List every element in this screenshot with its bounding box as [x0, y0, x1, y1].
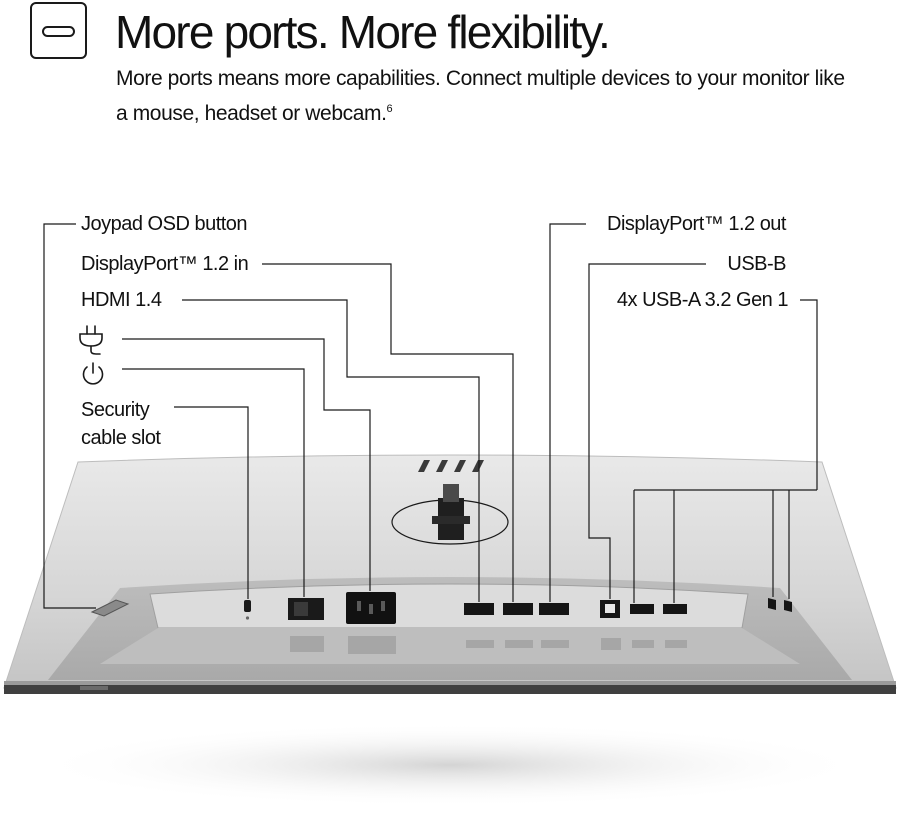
hp-logo [418, 460, 484, 472]
label-usb-a: 4x USB-A 3.2 Gen 1 [616, 288, 789, 312]
label-displayport-out: DisplayPort™ 1.2 out [607, 212, 786, 236]
subtitle-text: More ports means more capabilities. Conn… [116, 67, 845, 125]
security-slot-mark [245, 616, 250, 620]
label-security-cable-slot: Security cable slot [81, 396, 161, 452]
ac-power-pins [357, 601, 385, 614]
usb-a-port-2 [663, 604, 687, 614]
leader-usb-b [588, 263, 706, 599]
usb-port-icon [30, 2, 87, 59]
label-joypad-osd-button: Joypad OSD button [81, 212, 248, 236]
front-logo-mark [80, 686, 108, 690]
floor-shadow [30, 723, 870, 807]
leader-joypad [43, 223, 96, 609]
page-subtitle: More ports means more capabilities. Conn… [116, 64, 856, 129]
leader-power-switch [122, 368, 305, 597]
hdmi-port [464, 603, 494, 615]
usb-b-port-inner [605, 604, 615, 613]
power-icon [82, 362, 104, 385]
leader-lines [43, 223, 818, 609]
stand-hinge-pin [432, 516, 470, 524]
label-security-line2: cable slot [81, 427, 161, 449]
displayport-in-port [503, 603, 533, 615]
usb-a-port-4 [784, 600, 792, 612]
joypad-osd-button [90, 599, 130, 617]
label-displayport-in: DisplayPort™ 1.2 in [81, 252, 249, 276]
displayport-out-port [539, 603, 569, 615]
label-security-line1: Security [81, 399, 150, 421]
page-title: More ports. More flexibility. [115, 6, 611, 58]
power-switch-rocker [294, 602, 308, 616]
usb-a-port-3 [768, 598, 776, 610]
label-hdmi: HDMI 1.4 [81, 288, 162, 312]
leader-hdmi [182, 299, 480, 602]
monitor-bezel-edge [4, 681, 896, 685]
footnote-marker: 6 [386, 103, 393, 115]
leader-power-plug [122, 338, 371, 591]
usb-port-slot-shape [42, 26, 75, 37]
usb-a-port-1 [630, 604, 654, 614]
stand-hinge-top [443, 484, 459, 502]
leader-displayport-in [262, 263, 514, 602]
monitor-bezel [4, 684, 896, 694]
port-bay-wall [149, 583, 749, 629]
leader-usb-a-main [800, 299, 818, 490]
port-bay-floor [100, 628, 800, 664]
port-reflections [290, 636, 687, 654]
leader-security-slot [174, 406, 249, 599]
leader-displayport-out [549, 223, 586, 602]
security-slot-port [244, 600, 251, 612]
power-plug-icon [79, 325, 103, 355]
label-usb-b: USB-B [727, 252, 786, 276]
